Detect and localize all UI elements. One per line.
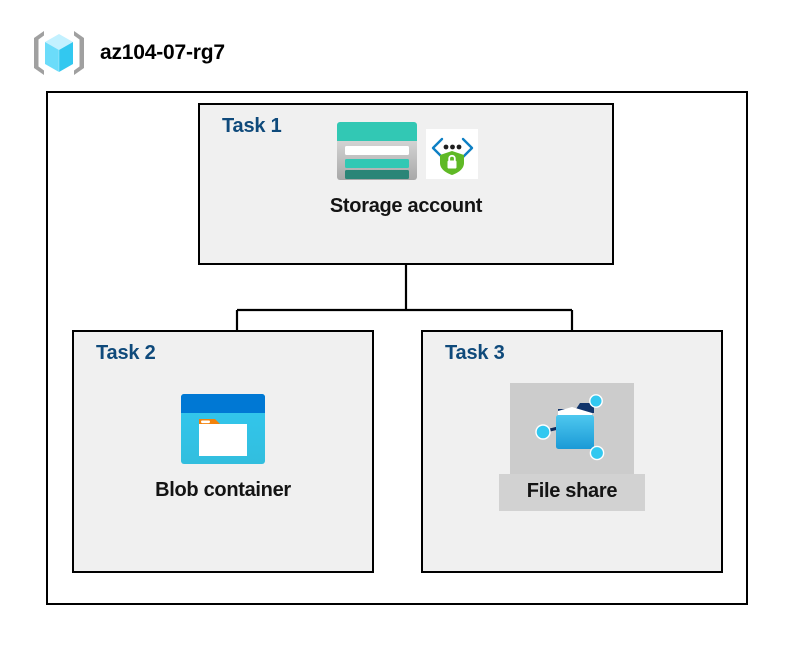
storage-account-icon [334,118,420,189]
file-share-icon [532,391,612,468]
task-1-label: Task 1 [222,115,282,137]
node-storage-account[interactable]: Storage account [198,118,614,218]
task-2-box[interactable]: Task 2 [72,330,374,573]
task-3-label: Task 3 [445,342,505,364]
blob-container-caption: Blob container [155,479,291,501]
resource-group-cube-icon [30,28,88,78]
node-file-share[interactable]: File share [421,383,723,511]
task-1-box[interactable]: Task 1 [198,103,614,265]
storage-account-icon-row [334,118,478,189]
blob-container-icon [177,390,269,473]
resource-group-name: az104-07-rg7 [100,41,225,64]
resource-group-header: az104-07-rg7 [30,28,225,78]
blob-container-icon-row [177,390,269,473]
node-blob-container[interactable]: Blob container [72,390,374,502]
security-shield-lock-icon [426,128,478,179]
storage-account-caption: Storage account [329,195,483,217]
file-share-icon-plate [510,383,634,474]
file-share-caption: File share [498,474,646,511]
task-2-label: Task 2 [96,342,156,364]
